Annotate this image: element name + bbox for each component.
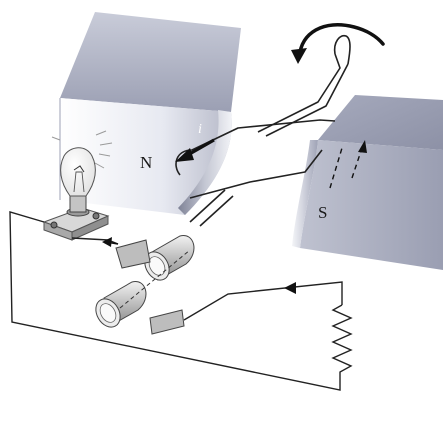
wire-current-arrow-icon [284,282,296,294]
brush-arrow-icon [102,237,118,247]
north-pole-label: N [140,153,152,172]
south-pole-label: S [318,203,327,222]
resistor-icon [333,305,351,376]
current-label: i [198,122,202,137]
north-magnet-top [60,12,241,112]
